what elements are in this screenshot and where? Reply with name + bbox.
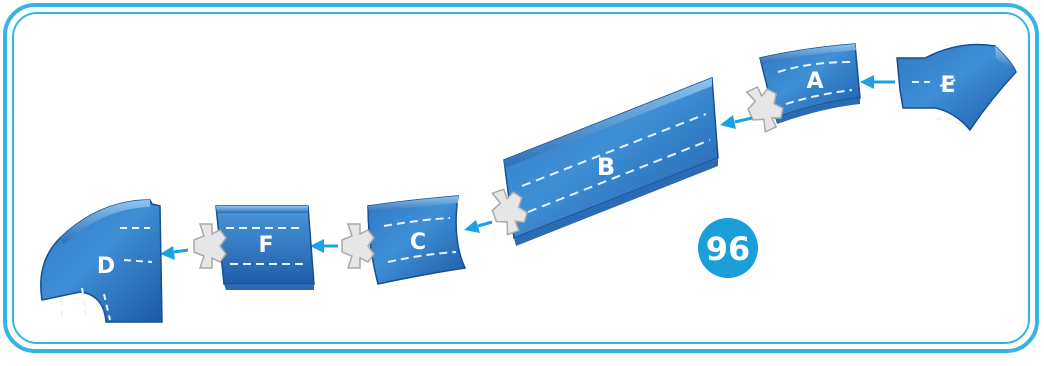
arrow-left-icon <box>860 75 895 89</box>
track-piece-b: B <box>504 78 718 246</box>
piece-label-d: D <box>97 254 115 279</box>
arrow-left-icon <box>160 246 188 260</box>
arrow-left-icon <box>310 239 338 253</box>
arrow-left-icon <box>464 220 492 233</box>
badge-number: 96 <box>706 230 751 268</box>
piece-label-c: C <box>410 230 426 255</box>
track-piece-e: E <box>897 45 1016 131</box>
puzzle-connector-icon <box>342 224 374 268</box>
piece-label-e: E <box>940 73 955 98</box>
arrow-left-icon <box>720 115 752 129</box>
piece-label-a: A <box>806 69 823 94</box>
track-piece-d: D <box>41 200 162 322</box>
track-piece-f: F <box>216 206 314 290</box>
number-badge: 96 <box>698 218 758 278</box>
track-piece-c: C <box>368 196 465 284</box>
piece-label-f: F <box>258 233 273 258</box>
piece-label-b: B <box>597 153 615 181</box>
